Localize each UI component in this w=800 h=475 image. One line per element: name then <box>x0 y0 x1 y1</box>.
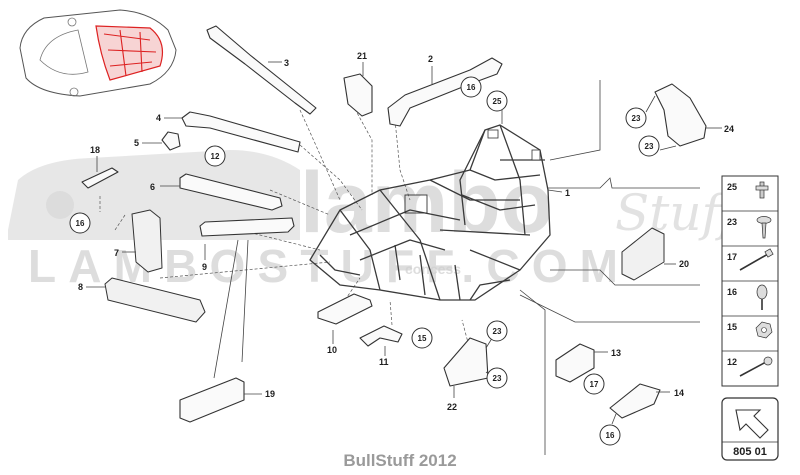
callout-part-20: 20 <box>679 259 689 269</box>
part-19-box-section <box>179 239 262 423</box>
callout-part-8: 8 <box>78 282 83 292</box>
callout-part-21: 21 <box>357 51 367 61</box>
svg-text:23: 23 <box>493 327 502 336</box>
part-24-mount-bracket <box>645 83 722 151</box>
part-22-gusset <box>443 334 495 398</box>
main-frame-assembly <box>309 124 551 301</box>
ref-16-top: 16 <box>460 76 482 98</box>
circled-references: 16 25 12 16 15 23 23 23 <box>69 76 660 446</box>
bolt-icon <box>756 284 768 310</box>
part-4-beam <box>164 111 301 153</box>
arrow-icon <box>735 409 769 439</box>
svg-text:16: 16 <box>76 219 85 228</box>
part-21-upright-bracket <box>343 62 373 117</box>
part-8-sill-panel <box>86 277 206 323</box>
hex-bolt-icon <box>739 356 773 377</box>
part-18-small-bracket <box>81 156 119 189</box>
ref-23-upper-right-top: 23 <box>625 107 647 129</box>
callout-part-4: 4 <box>156 113 161 123</box>
svg-text:23: 23 <box>645 142 654 151</box>
ref-23-lower-bottom: 23 <box>486 367 508 389</box>
ref-23-lower-top: 23 <box>486 320 508 342</box>
callout-part-13: 13 <box>611 348 621 358</box>
part-9-rail <box>199 217 295 260</box>
callout-labels: 1 2 3 4 5 6 7 8 9 10 11 13 14 18 19 20 2… <box>78 51 734 412</box>
svg-text:23: 23 <box>727 217 737 227</box>
ref-12: 12 <box>204 145 226 167</box>
svg-text:23: 23 <box>632 114 641 123</box>
legend-row-12: 12 <box>727 356 773 377</box>
fastener-legend: 25 23 17 16 <box>721 175 779 387</box>
callout-part-9: 9 <box>202 262 207 272</box>
footer-credit: BullStuff 2012 <box>343 451 456 470</box>
callout-part-1: 1 <box>565 188 570 198</box>
callout-part-6: 6 <box>150 182 155 192</box>
ref-23-upper-right-bottom: 23 <box>638 135 660 157</box>
callout-part-19: 19 <box>265 389 275 399</box>
ref-17: 17 <box>583 373 605 395</box>
svg-text:12: 12 <box>727 357 737 367</box>
long-bolt-icon <box>739 248 774 271</box>
svg-text:17: 17 <box>727 252 737 262</box>
legend-row-23: 23 <box>727 216 772 239</box>
part-11-clamp <box>359 325 403 356</box>
page-code: 805 01 <box>733 446 767 458</box>
svg-text:25: 25 <box>727 182 737 192</box>
svg-text:15: 15 <box>727 322 737 332</box>
svg-text:16: 16 <box>606 431 615 440</box>
stud-icon <box>755 181 769 199</box>
part-2-upper-cross-member <box>387 57 503 127</box>
part-20-block <box>621 227 676 281</box>
ref-16-left: 16 <box>69 212 91 234</box>
callout-part-14: 14 <box>674 388 684 398</box>
callout-part-3: 3 <box>284 58 289 68</box>
part-13-block <box>555 343 608 383</box>
ref-15: 15 <box>411 327 433 349</box>
car-locator-thumbnail <box>19 9 177 97</box>
svg-text:16: 16 <box>467 83 476 92</box>
svg-text:16: 16 <box>727 287 737 297</box>
callout-part-24: 24 <box>724 124 734 134</box>
svg-text:17: 17 <box>590 380 599 389</box>
watermark-small: concess <box>405 261 461 277</box>
part-7-vertical-panel <box>122 209 163 273</box>
legend-row-15: 15 <box>727 321 773 339</box>
ref-25: 25 <box>486 90 508 112</box>
svg-text:25: 25 <box>493 97 502 106</box>
callout-part-11: 11 <box>379 357 389 367</box>
callout-part-5: 5 <box>134 138 139 148</box>
part-14-wedge <box>609 383 670 425</box>
legend-row-16: 16 <box>727 284 768 310</box>
frame-lead-lines <box>501 80 700 455</box>
part-6-side-beam <box>160 173 283 211</box>
legend-row-25: 25 <box>727 181 769 199</box>
legend-row-17: 17 <box>727 248 774 271</box>
callout-part-18: 18 <box>90 145 100 155</box>
callout-part-7: 7 <box>114 248 119 258</box>
nut-icon <box>755 321 773 339</box>
svg-text:12: 12 <box>211 152 220 161</box>
svg-text:15: 15 <box>418 334 427 343</box>
page-code-badge: 805 01 <box>721 397 779 461</box>
screw-icon <box>756 216 772 239</box>
ref-16-bottom: 16 <box>599 424 621 446</box>
part-5-bracket <box>142 131 181 151</box>
svg-text:23: 23 <box>493 374 502 383</box>
callout-part-2: 2 <box>428 54 433 64</box>
callout-part-10: 10 <box>327 345 337 355</box>
part-10-floor-bracket <box>317 293 373 344</box>
part-3-long-rail <box>206 25 317 115</box>
callout-part-22: 22 <box>447 402 457 412</box>
